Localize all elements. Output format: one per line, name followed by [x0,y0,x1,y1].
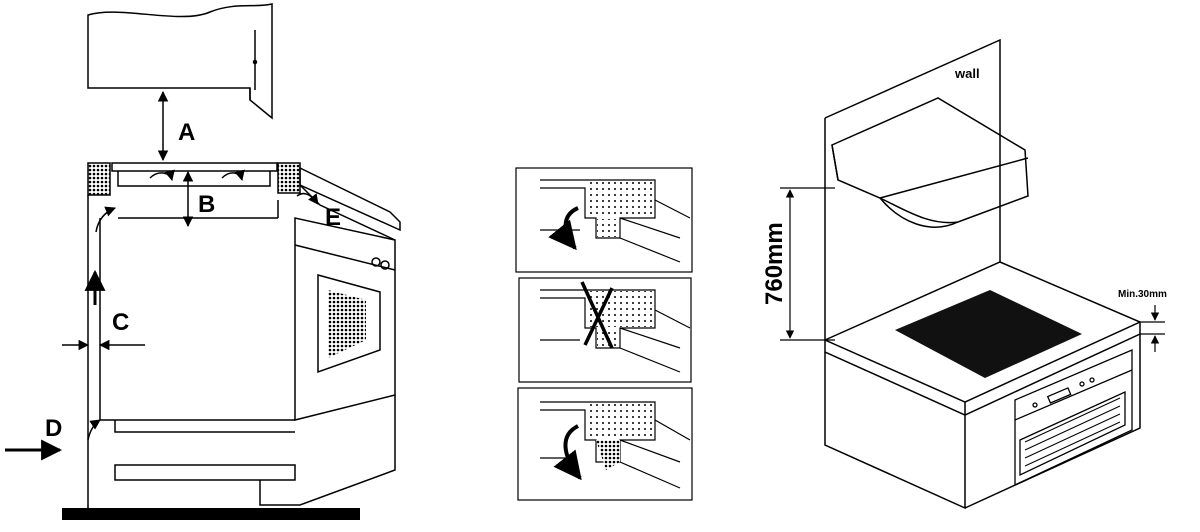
wall-cabinet [87,3,273,120]
height-label: 760mm [761,222,788,305]
right-worktop-block [277,162,301,194]
wall [824,38,1001,340]
gap-dimension [1140,305,1165,352]
vent-panel-incorrect [518,277,692,383]
vent-panel-correct-top [515,167,693,273]
hob [111,162,278,172]
cooker-hood [831,97,1029,224]
hob-surface [895,290,1082,378]
label-d: D [45,415,62,442]
wall-label: wall [954,66,980,81]
airflow-arrow [553,424,582,481]
label-c: C [112,309,129,336]
airflow-arrow [548,206,579,251]
left-worktop-block [87,162,111,196]
label-b: B [198,191,215,218]
vent-panel-correct-bottom [517,387,693,501]
floor-bar [62,508,360,520]
height-dimension [780,187,835,341]
label-a: A [178,119,195,146]
right-kitchen-diagram [823,38,1142,510]
gap-label: Min.30mm [1118,289,1167,300]
label-e: E [325,204,341,231]
hob-cavity [117,171,271,187]
ventilation-panels [515,167,693,501]
blocked-x-mark [580,281,614,349]
built-in-oven [1014,349,1133,487]
drawer [114,464,296,481]
worktop-edge [299,166,401,232]
oven-window [317,274,381,374]
left-cooker-diagram [5,3,401,508]
